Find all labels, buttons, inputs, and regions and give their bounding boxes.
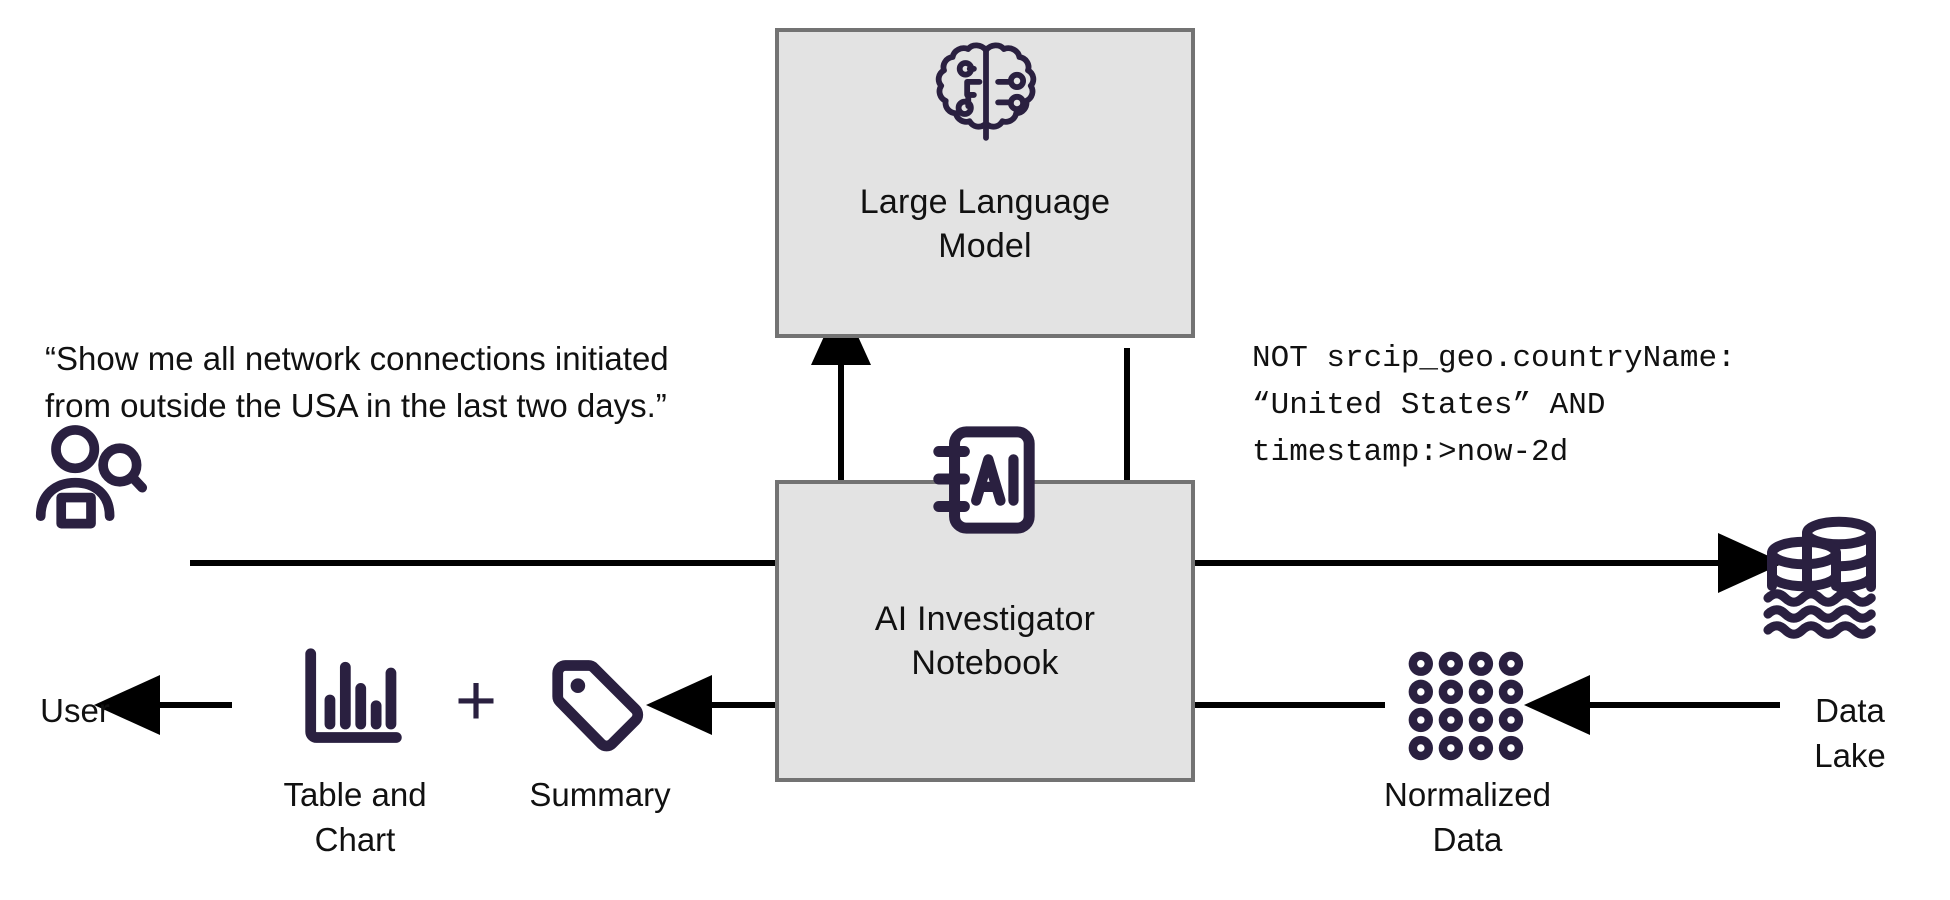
bar-chart-icon — [300, 648, 408, 750]
table-chart-label-line1: Table and — [283, 776, 427, 813]
datalake-label-line2: Lake — [1814, 737, 1886, 774]
user-label: User — [40, 692, 110, 729]
ai-notebook-icon — [925, 425, 1043, 535]
node-large-language-model[interactable]: Large Language Model — [775, 28, 1195, 338]
table-chart-label-line2: Chart — [314, 821, 396, 858]
llm-label-line2: Model — [938, 227, 1032, 265]
data-lake-icon — [1762, 512, 1894, 640]
query-line-1: NOT srcip_geo.countryName: — [1252, 341, 1736, 376]
user-search-icon — [32, 424, 150, 532]
datalake-label-line1: Data — [1815, 692, 1885, 729]
brain-circuit-icon — [925, 38, 1047, 150]
summary-label: Summary — [529, 776, 671, 813]
query-line-2: “United States” AND — [1252, 388, 1606, 423]
tag-icon — [545, 655, 653, 752]
generated-query-text: NOT srcip_geo.countryName: “United State… — [1252, 335, 1932, 476]
query-line-3: timestamp:>now-2d — [1252, 435, 1569, 470]
notebook-label-line1: AI Investigator — [874, 600, 1096, 638]
dot-grid-icon — [1407, 650, 1525, 761]
normalized-label-line1: Normalized — [1384, 776, 1551, 813]
user-utterance-text: “Show me all network connections initiat… — [45, 340, 669, 424]
plus-icon: + — [455, 661, 498, 741]
llm-label-line1: Large Language — [859, 183, 1111, 221]
normalized-label-line2: Data — [1432, 821, 1503, 858]
notebook-label-line2: Notebook — [911, 644, 1059, 682]
node-ai-investigator-notebook[interactable]: AI Investigator Notebook — [775, 480, 1195, 782]
